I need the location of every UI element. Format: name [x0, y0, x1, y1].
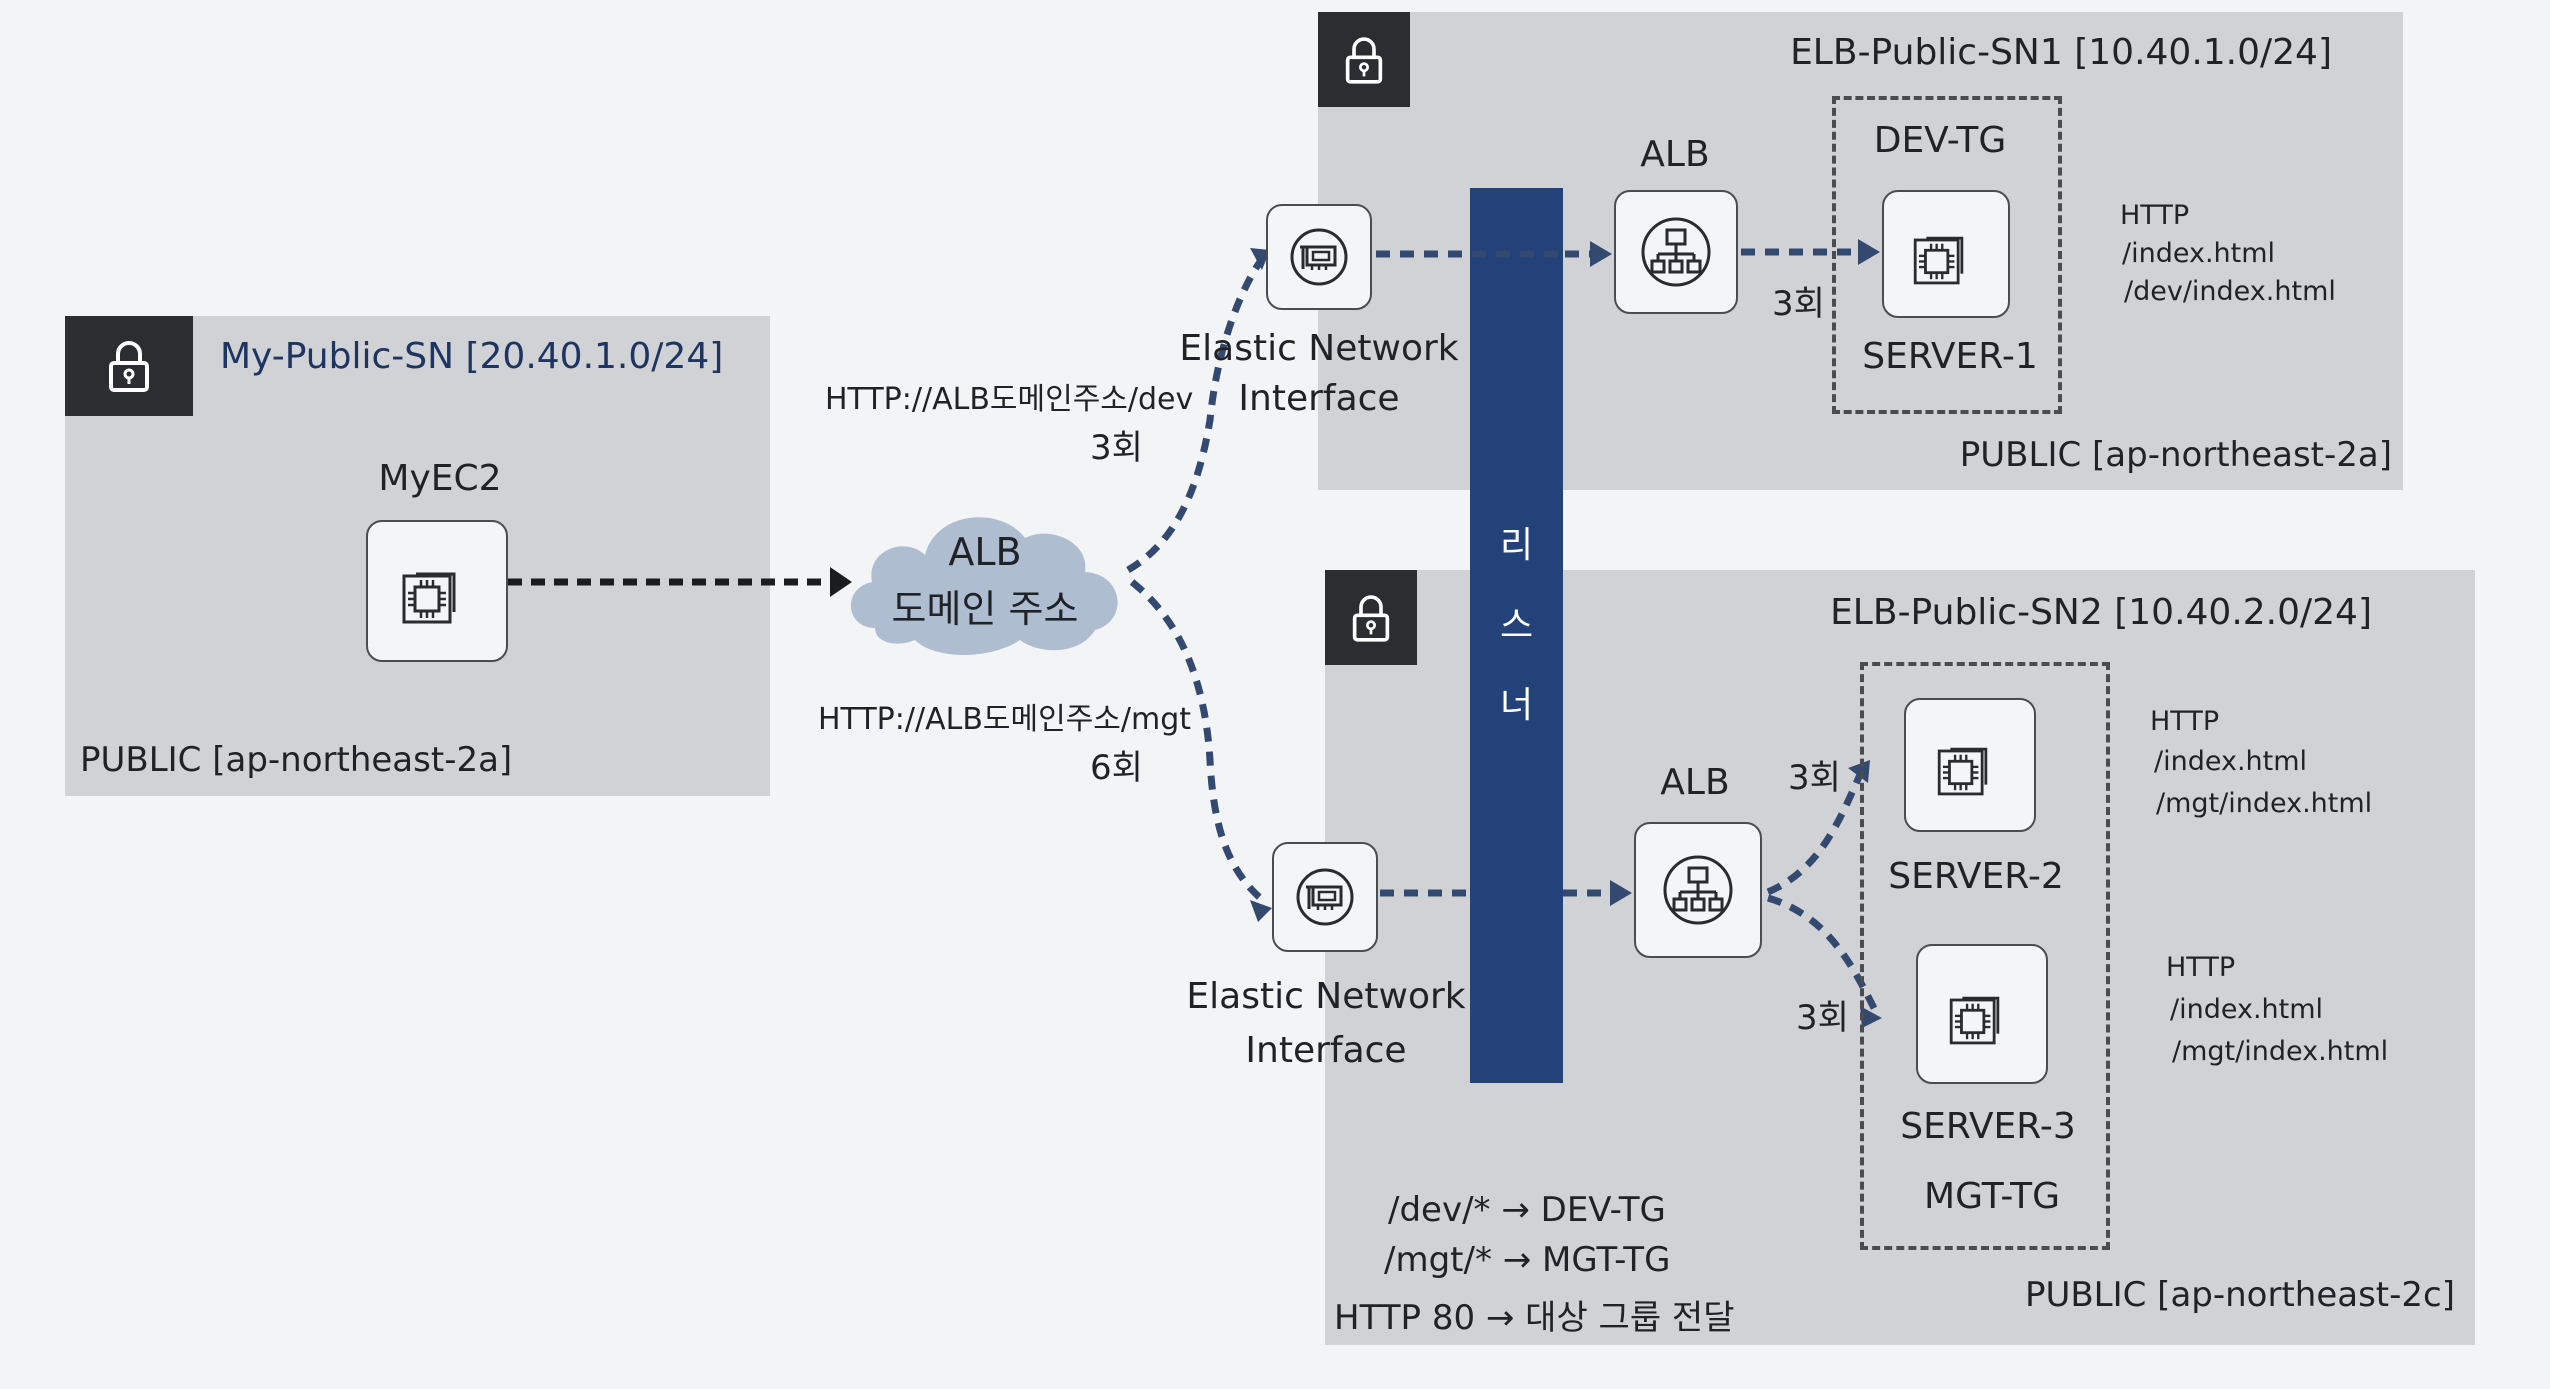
eni-1-label-line2: Interface: [1238, 378, 1400, 419]
lock-icon: [109, 341, 149, 392]
listener-char: 너: [1499, 685, 1534, 726]
server-3-node[interactable]: [1916, 944, 2048, 1084]
server-1-name: SERVER-1: [1862, 336, 2038, 377]
server-1-info-0: HTTP: [2120, 200, 2190, 231]
server-1-info-2: /dev/index.html: [2124, 276, 2336, 307]
server-3-count: 3회: [1796, 998, 1849, 1038]
server-1-count: 3회: [1772, 284, 1825, 324]
server-3-info-1: /index.html: [2170, 994, 2324, 1025]
rule-http80: HTTP 80 → 대상 그룹 전달: [1334, 1298, 1735, 1338]
ec2-chip-icon: [1913, 236, 1964, 285]
lock-badge: [1318, 12, 1410, 107]
alb-node-2[interactable]: [1634, 822, 1762, 958]
cloud-line1: ALB: [948, 530, 1022, 574]
myec2-label: MyEC2: [378, 458, 502, 499]
server-2-node[interactable]: [1904, 698, 2036, 832]
alb-1-label: ALB: [1640, 134, 1710, 175]
my-subnet-zone: PUBLIC [ap-northeast-2a]: [80, 740, 513, 780]
lock-badge: [65, 316, 193, 416]
cloud-icon: [850, 517, 1118, 655]
server-3-name: SERVER-3: [1900, 1106, 2076, 1147]
rule-mgt: /mgt/* → MGT-TG: [1384, 1240, 1671, 1280]
myec2-node[interactable]: [366, 520, 508, 662]
sn1-zone: PUBLIC [ap-northeast-2a]: [1959, 435, 2392, 475]
server-2-info-0: HTTP: [2150, 706, 2220, 737]
listener-char: 스: [1499, 605, 1534, 646]
server-3-info-0: HTTP: [2166, 952, 2236, 983]
mgt-request-count: 6회: [1090, 748, 1143, 788]
eni-node-1[interactable]: [1266, 204, 1372, 310]
mgt-target-group: [1860, 662, 2110, 1250]
eni-node-2[interactable]: [1272, 842, 1378, 952]
server-3-info-2: /mgt/index.html: [2172, 1036, 2389, 1067]
my-subnet-title: My-Public-SN [20.40.1.0/24]: [220, 336, 724, 377]
alb-node-1[interactable]: [1614, 190, 1738, 314]
sn2-zone: PUBLIC [ap-northeast-2c]: [2024, 1275, 2455, 1315]
dev-tg-name: DEV-TG: [1873, 120, 2007, 161]
load-balancer-icon: [1663, 855, 1733, 925]
eni-2-label-line1: Elastic Network: [1186, 976, 1466, 1017]
eni-2-label-line2: Interface: [1245, 1030, 1407, 1071]
sn2-title: ELB-Public-SN2 [10.40.2.0/24]: [1830, 592, 2372, 633]
mgt-tg-name: MGT-TG: [1924, 1176, 2060, 1217]
server-1-info-1: /index.html: [2122, 238, 2276, 269]
server-2-info-1: /index.html: [2154, 746, 2308, 777]
cloud-line2: 도메인 주소: [891, 587, 1079, 631]
listener-char: 리: [1499, 525, 1534, 566]
dev-target-group: [1832, 96, 2062, 414]
ec2-chip-icon: [1949, 996, 2000, 1045]
network-interface-icon: [1296, 868, 1354, 926]
load-balancer-icon: [1641, 217, 1711, 287]
lock-icon: [1345, 36, 1383, 84]
server-2-info-2: /mgt/index.html: [2156, 788, 2373, 819]
sn1-title: ELB-Public-SN1 [10.40.1.0/24]: [1790, 32, 2332, 73]
server-1-node[interactable]: [1882, 190, 2010, 318]
listener-bar: 리 스 너: [1470, 188, 1563, 1083]
lock-icon: [1352, 594, 1390, 642]
dev-request-count: 3회: [1090, 428, 1143, 468]
mgt-request-url: HTTP://ALB도메인주소/mgt: [818, 702, 1192, 737]
alb-2-label: ALB: [1660, 762, 1730, 803]
eni-1-label-line1: Elastic Network: [1179, 328, 1459, 369]
lock-badge: [1325, 570, 1417, 665]
rule-dev: /dev/* → DEV-TG: [1388, 1190, 1666, 1230]
ec2-chip-icon: [402, 572, 456, 624]
ec2-chip-icon: [1937, 747, 1988, 796]
server-2-count: 3회: [1788, 758, 1841, 798]
server-2-name: SERVER-2: [1888, 856, 2064, 897]
network-interface-icon: [1290, 228, 1348, 286]
dev-request-url: HTTP://ALB도메인주소/dev: [825, 382, 1194, 417]
